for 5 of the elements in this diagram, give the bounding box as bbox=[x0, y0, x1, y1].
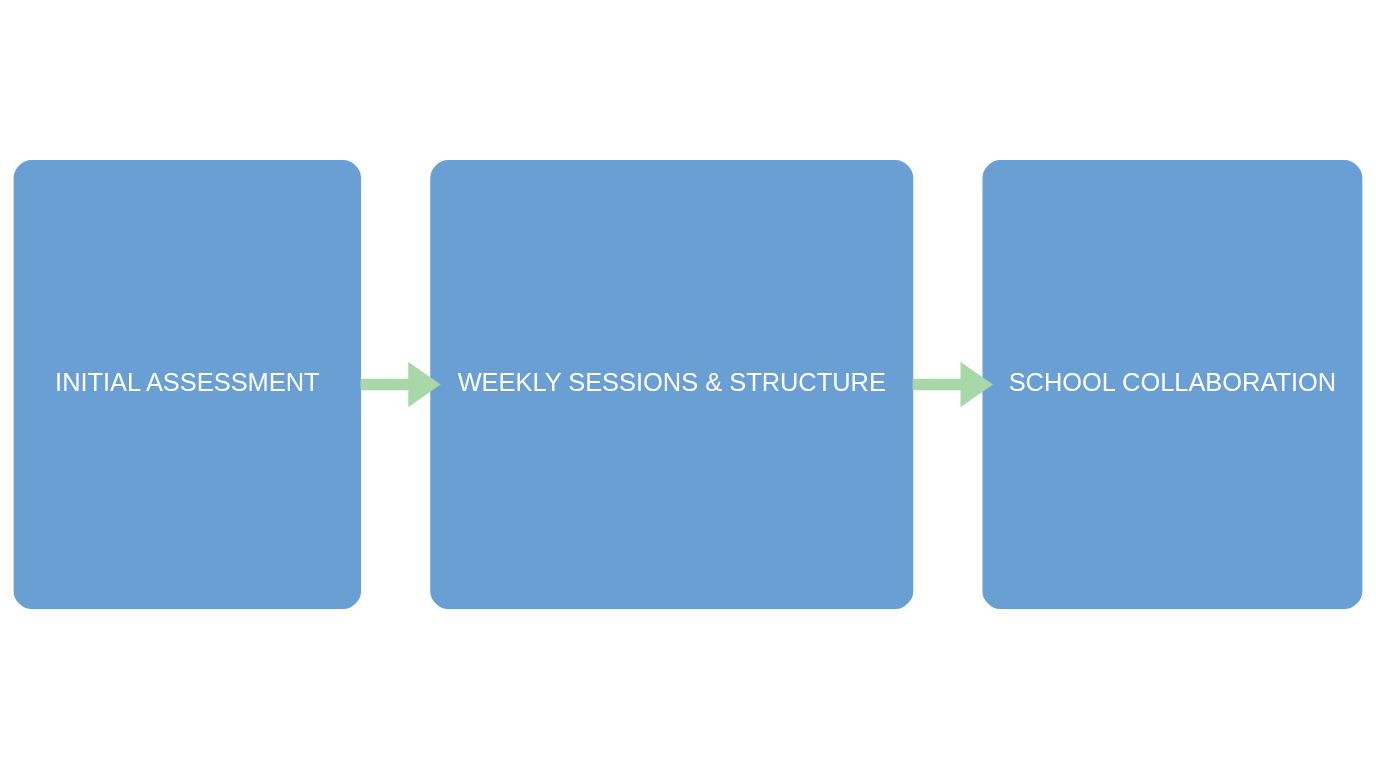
arrow bbox=[912, 361, 993, 407]
node-box: INITIAL ASSESSMENT bbox=[13, 159, 362, 609]
arrow bbox=[360, 361, 441, 407]
node-box: SCHOOL COLLABORATION bbox=[982, 159, 1363, 609]
node-box: WEEKLY SESSIONS & STRUCTURE bbox=[430, 159, 914, 609]
